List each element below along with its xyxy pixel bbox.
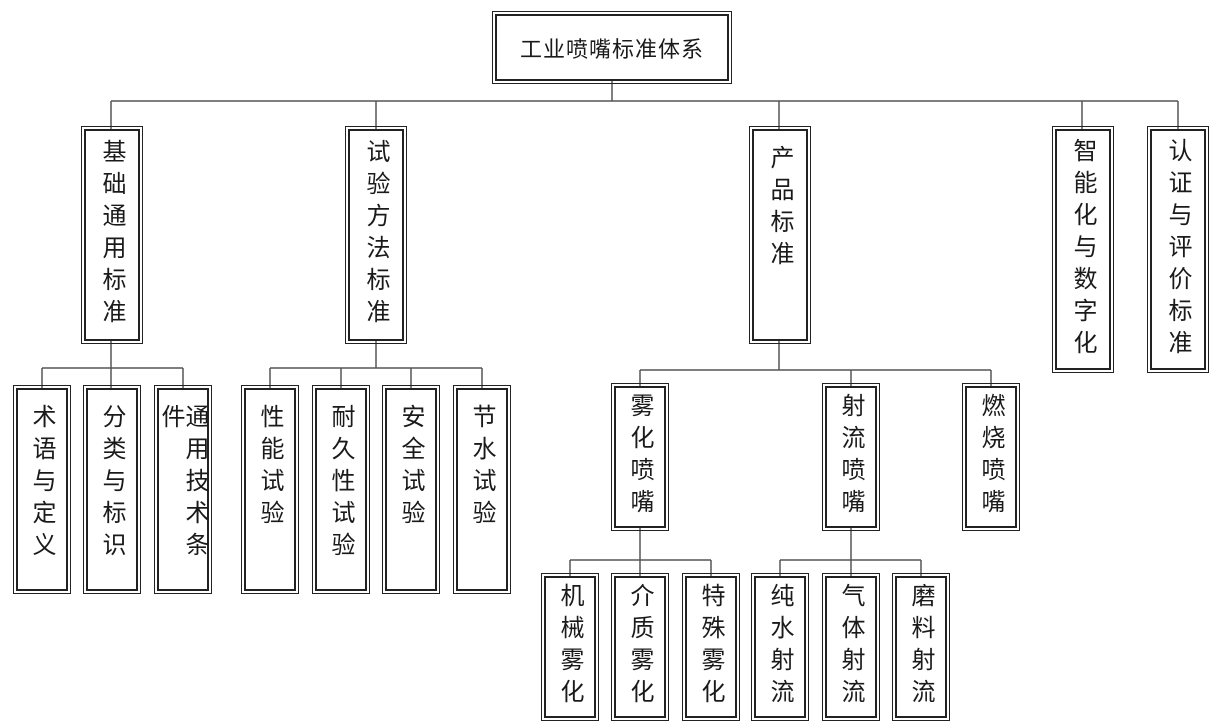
node-classification-label: 分类与标识: [98, 404, 126, 564]
node-gas-jet: 气体射流: [822, 573, 880, 721]
node-pure-water-jet-label: 纯水射流: [766, 583, 794, 711]
node-special-atomizing-label: 特殊雾化: [697, 583, 725, 711]
node-basic-general: 基础通用标准: [81, 126, 143, 344]
node-root-label: 工业喷嘴标准体系: [519, 37, 704, 63]
node-smart-digital: 智能化与数字化: [1052, 126, 1114, 373]
node-general-tech-label: 通用技术条件: [157, 404, 209, 564]
node-certification-label: 认证与评价标准: [1164, 137, 1192, 362]
node-general-tech: 通用技术条件: [154, 385, 212, 594]
node-terms-label: 术语与定义: [28, 404, 56, 564]
node-durability-test: 耐久性试验: [312, 385, 370, 594]
node-abrasive-jet-label: 磨料射流: [907, 583, 935, 711]
node-certification: 认证与评价标准: [1147, 126, 1209, 373]
node-mechanical-atomizing: 机械雾化: [541, 573, 599, 721]
node-medium-atomizing-label: 介质雾化: [626, 583, 654, 711]
node-smart-digital-label: 智能化与数字化: [1069, 137, 1097, 362]
node-test-method: 试验方法标准: [345, 126, 407, 344]
node-special-atomizing: 特殊雾化: [682, 573, 740, 721]
node-abrasive-jet: 磨料射流: [892, 573, 950, 721]
node-pure-water-jet: 纯水射流: [751, 573, 809, 721]
node-test-method-label: 试验方法标准: [362, 139, 390, 331]
node-water-saving-test: 节水试验: [453, 385, 511, 594]
node-combustion-nozzle: 燃烧喷嘴: [962, 383, 1020, 531]
node-classification: 分类与标识: [83, 385, 141, 594]
node-safety-test: 安全试验: [382, 385, 440, 594]
node-combustion-nozzle-label: 燃烧喷嘴: [977, 393, 1005, 521]
node-performance-test-label: 性能试验: [256, 404, 284, 532]
node-product: 产品标准: [749, 126, 811, 344]
node-basic-general-label: 基础通用标准: [98, 139, 126, 331]
node-medium-atomizing: 介质雾化: [611, 573, 669, 721]
node-terms: 术语与定义: [13, 385, 71, 594]
node-performance-test: 性能试验: [241, 385, 299, 594]
node-mechanical-atomizing-label: 机械雾化: [556, 583, 584, 711]
node-atomizing-nozzle-label: 雾化喷嘴: [626, 393, 654, 521]
node-gas-jet-label: 气体射流: [837, 583, 865, 711]
node-water-saving-test-label: 节水试验: [468, 404, 496, 532]
node-safety-test-label: 安全试验: [397, 404, 425, 532]
node-product-label: 产品标准: [766, 145, 794, 273]
node-durability-test-label: 耐久性试验: [327, 404, 355, 564]
node-jet-nozzle: 射流喷嘴: [822, 383, 880, 531]
node-atomizing-nozzle: 雾化喷嘴: [611, 383, 669, 531]
node-jet-nozzle-label: 射流喷嘴: [837, 393, 865, 521]
node-root: 工业喷嘴标准体系: [492, 11, 732, 84]
